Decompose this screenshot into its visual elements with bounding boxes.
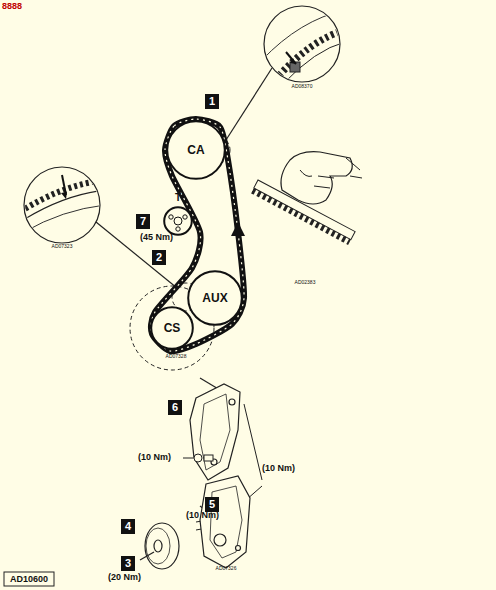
- drawing-stroke: [61, 192, 67, 199]
- tensioner-hole: [183, 215, 187, 219]
- callout-number: 7: [136, 214, 150, 229]
- drawing-stroke: [244, 404, 262, 480]
- drawing-stroke: [229, 399, 235, 405]
- callout-number: 5: [208, 498, 216, 511]
- leader-lines: [96, 68, 272, 515]
- figure-code: AD10600: [10, 574, 48, 584]
- tensioner-hole: [169, 215, 173, 219]
- pulley-rim: [151, 307, 193, 349]
- drawing-stroke: [145, 523, 179, 569]
- drawing-stroke: [283, 42, 345, 84]
- pulley-label: T: [175, 192, 181, 203]
- drawing-stroke: [275, 30, 345, 80]
- drawing-stroke: [281, 152, 352, 204]
- pulley-rim: [167, 121, 225, 179]
- torque-value: (20 Nm): [108, 572, 141, 582]
- drawing-stroke: [200, 394, 230, 470]
- callout-number: 5: [205, 497, 219, 512]
- callout-number: 3: [121, 556, 135, 571]
- drawing-stroke: [226, 68, 272, 140]
- pulley-rim: [188, 271, 242, 325]
- callout-number: 2: [152, 250, 166, 265]
- drawing-stroke: [190, 384, 240, 480]
- drawing-stroke: [24, 205, 105, 232]
- rotation-arrow: [231, 222, 245, 236]
- drawing-stroke: [200, 476, 250, 568]
- drawing-stroke: [214, 534, 226, 546]
- pulley-label: CA: [187, 143, 204, 157]
- crank-mark-inset: [20, 167, 105, 243]
- drawing-stroke: [262, 10, 345, 84]
- torque-value: (45 Nm): [140, 232, 173, 242]
- tensioner-pulley: T: [163, 206, 193, 236]
- crankshaft-pulley: CS: [150, 306, 194, 350]
- hand-with-belt: [251, 152, 362, 245]
- pulley-outline: [163, 206, 193, 236]
- drawing-stroke: [290, 58, 296, 64]
- drawing-stroke: [20, 175, 105, 232]
- pulley-label: CS: [164, 321, 181, 335]
- image-code: AD07328: [166, 354, 187, 360]
- figure-code-box: [4, 572, 54, 586]
- drawing-stroke: [204, 455, 213, 461]
- image-code: AD07323: [52, 244, 73, 250]
- drawing-stroke: [194, 454, 202, 462]
- drawing-stroke: [300, 170, 334, 188]
- upper-timing-cover: [190, 384, 240, 480]
- auxiliary-pulley: AUX: [187, 270, 243, 326]
- image-code: AD08370: [292, 84, 313, 90]
- callout-number: 1: [208, 95, 216, 108]
- image-code: AD07326: [216, 566, 237, 572]
- tensioner-hole: [176, 227, 180, 231]
- camshaft-pulley: CA: [166, 120, 226, 180]
- drawing-stroke: [183, 458, 193, 459]
- drawing-stroke: [24, 167, 100, 243]
- belt-mark-inset: [262, 6, 345, 84]
- drawing-stroke: [140, 552, 154, 560]
- torque-value: (10 Nm): [138, 452, 171, 462]
- lower-timing-cover: [200, 476, 250, 568]
- drawing-stroke: [146, 528, 170, 564]
- callout-number: 6: [171, 401, 179, 414]
- page-number: 8888: [2, 1, 22, 11]
- drawing-stroke: [154, 540, 162, 552]
- image-code: AD02383: [295, 280, 316, 286]
- torque-value: (10 Nm): [186, 510, 219, 520]
- torque-value: (10 Nm): [262, 463, 295, 473]
- drawing-stroke: [62, 175, 66, 195]
- callout-number: 6: [168, 400, 182, 415]
- pulley-label: AUX: [202, 291, 227, 305]
- tensioner-hub: [174, 217, 182, 225]
- drawing-stroke: [264, 6, 340, 82]
- drawing-stroke: [346, 158, 362, 178]
- drawing-stroke: [236, 546, 241, 551]
- drawing-stroke: [96, 222, 177, 288]
- callout-number: 2: [155, 251, 163, 264]
- crankshaft-pulley: [140, 523, 179, 569]
- callout-number: 4: [121, 519, 135, 534]
- callout-number: 1: [205, 94, 219, 109]
- drawing-stroke: [286, 52, 296, 64]
- callout-number: 4: [124, 520, 132, 533]
- callout-number: 3: [124, 557, 132, 570]
- callout-number: 7: [139, 215, 147, 228]
- pulley-rim: [164, 207, 192, 235]
